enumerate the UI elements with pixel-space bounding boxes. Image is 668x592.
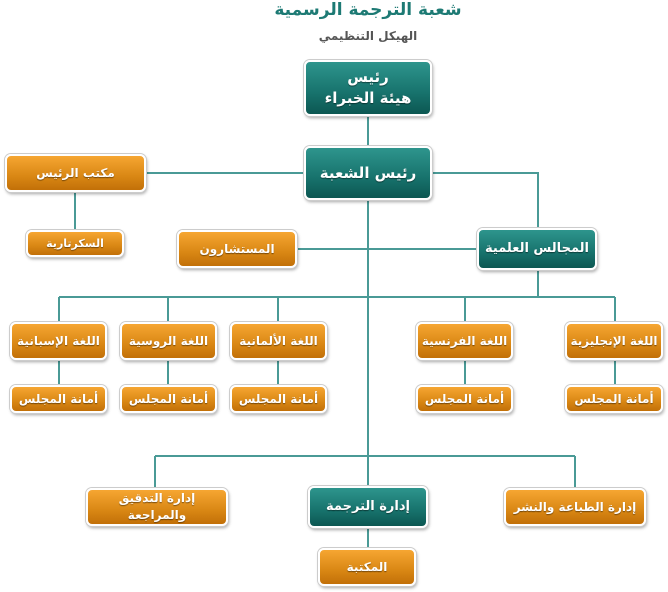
node-secretariat-russian: أمانة المجلس: [120, 385, 217, 413]
node-spanish: اللغة الإسبانية: [10, 322, 107, 360]
node-russian: اللغة الروسية: [120, 322, 217, 360]
node-division-head: رئيس الشعبة: [304, 146, 432, 200]
chart-title: شعبة الترجمة الرسمية: [274, 0, 462, 20]
node-office: مكتب الرئيس: [5, 154, 146, 192]
node-french: اللغة الفرنسية: [416, 322, 513, 360]
node-secretariat-french: أمانة المجلس: [416, 385, 513, 413]
chart-subtitle: الهيكل التنظيمي: [318, 29, 418, 43]
node-councils: المجالس العلمية: [477, 228, 597, 270]
node-english: اللغة الإنجليزية: [565, 322, 663, 360]
node-library: المكتبة: [318, 548, 416, 586]
node-advisors: المستشارون: [177, 230, 297, 268]
node-printing: إدارة الطباعة والنشر: [504, 488, 646, 526]
node-secretary: السكرتارية: [26, 230, 124, 257]
node-secretariat-english: أمانة المجلس: [565, 385, 663, 413]
node-secretariat-spanish: أمانة المجلس: [10, 385, 107, 413]
node-audit: إدارة التدقيق والمراجعة: [86, 488, 228, 526]
node-translation: إدارة الترجمة: [308, 486, 428, 528]
node-german: اللغة الألمانية: [230, 322, 327, 360]
node-experts-head: رئيس هيئة الخبراء: [304, 60, 432, 116]
node-secretariat-german: أمانة المجلس: [230, 385, 327, 413]
